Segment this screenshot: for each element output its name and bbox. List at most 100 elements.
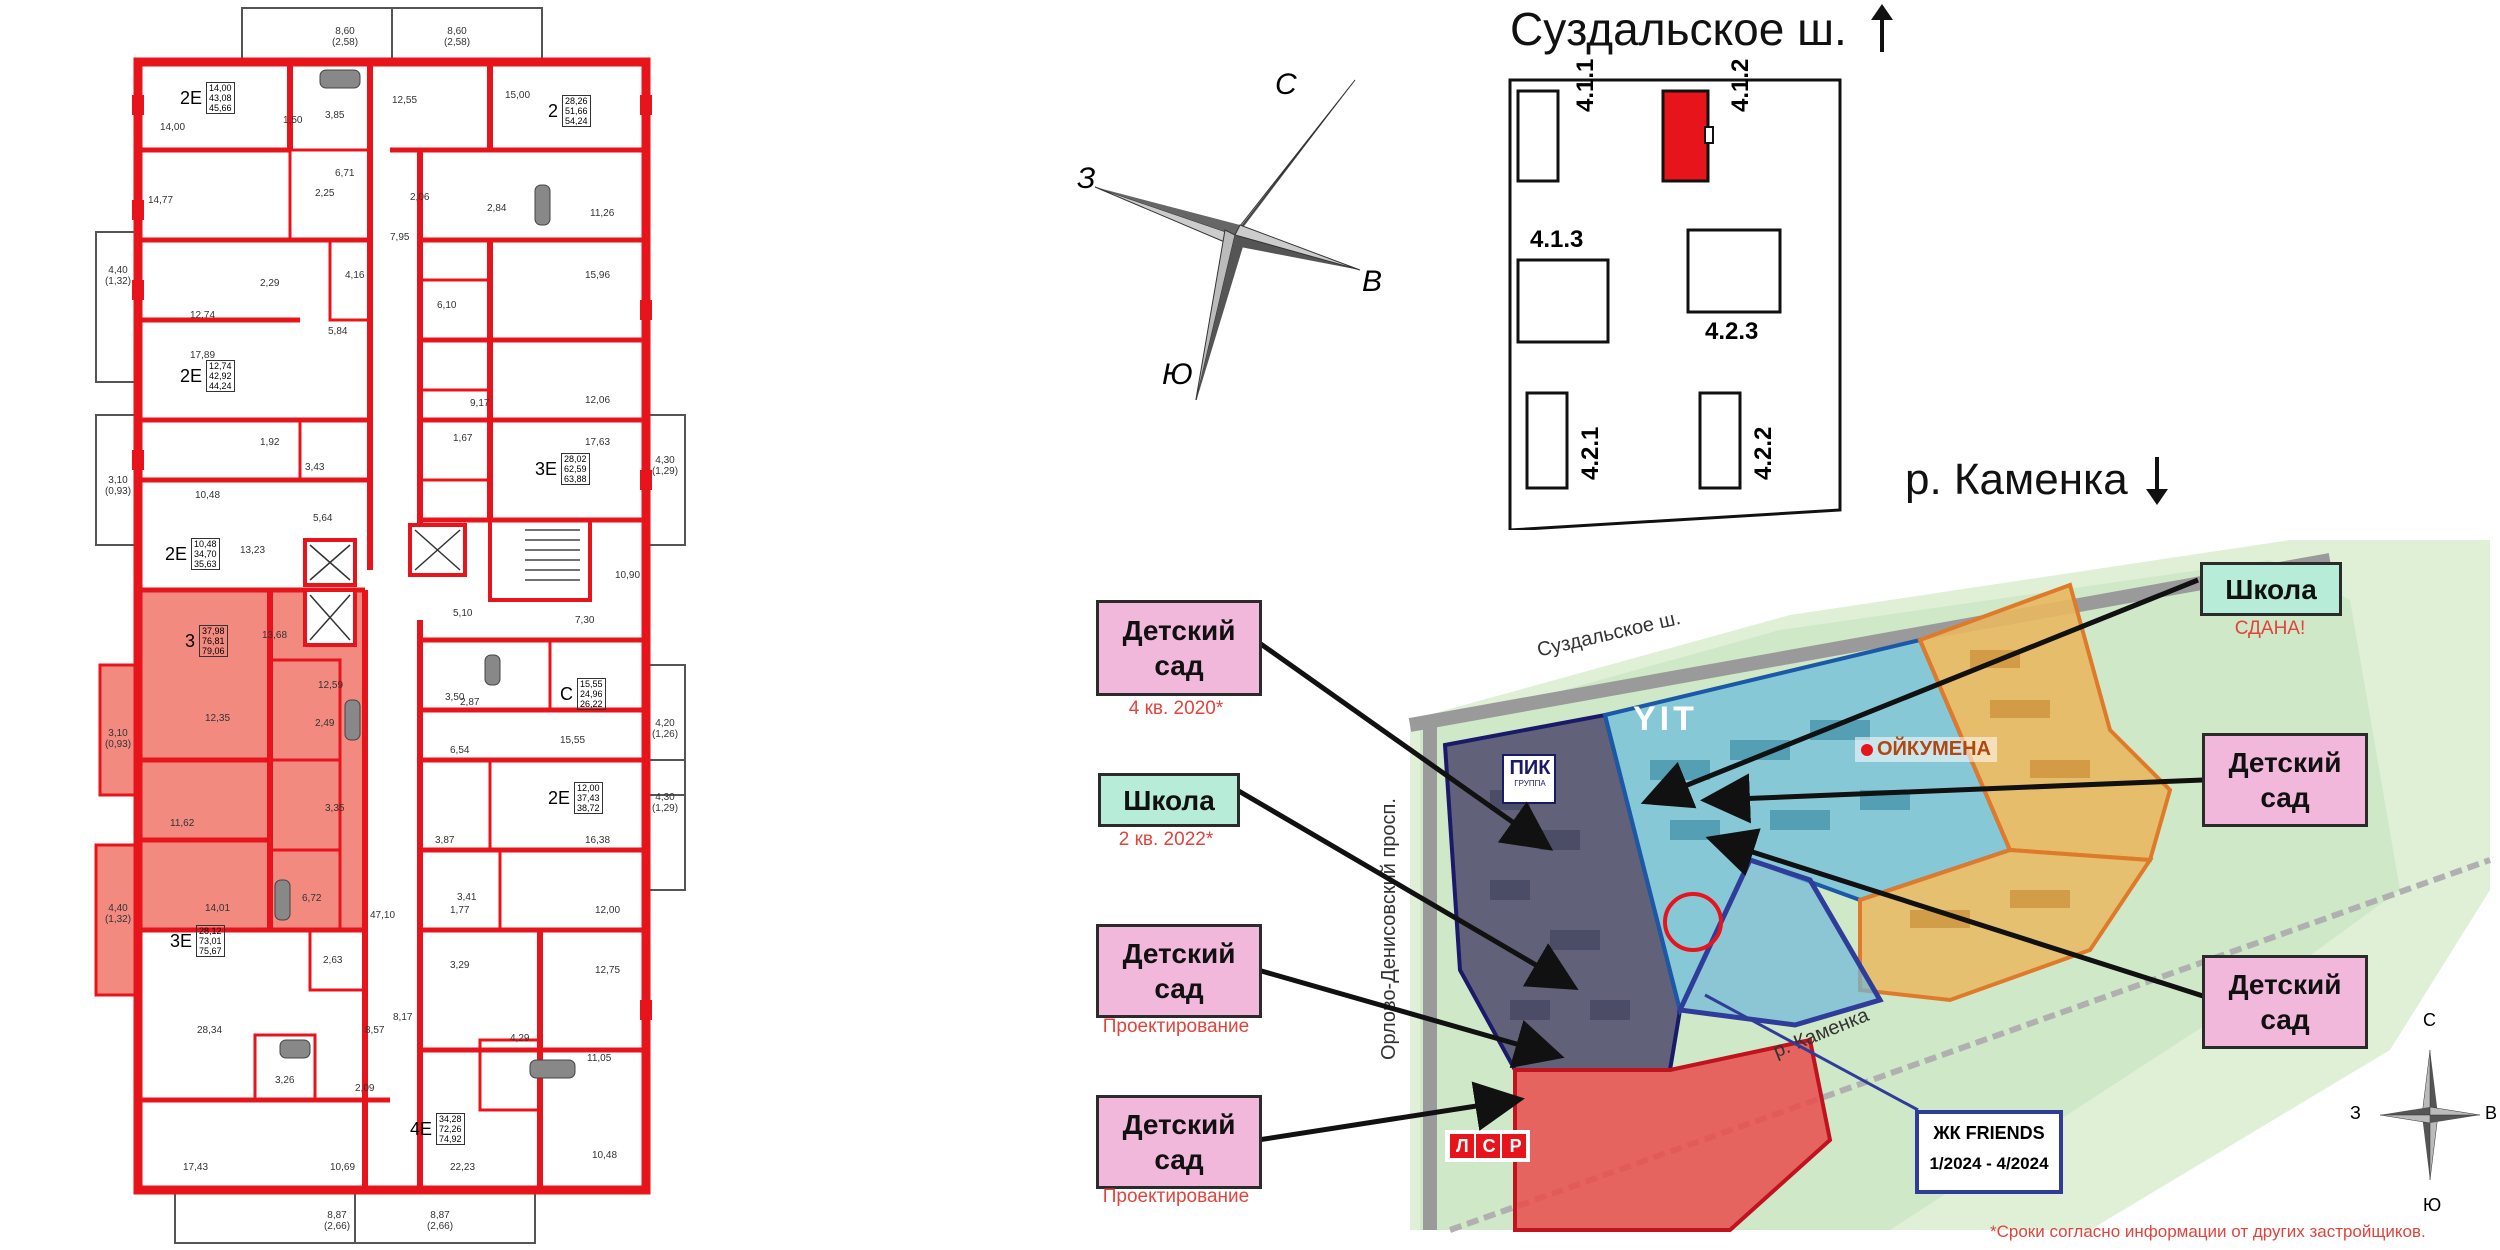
room-area-label: 2,87 [460, 697, 480, 708]
room-area-label: 17,63 [585, 437, 611, 448]
apartment-type: 4Е [410, 1118, 433, 1139]
river-title: р. Каменка [1905, 455, 2170, 505]
balcony-right-3: 4,30(1,29) [651, 792, 679, 814]
callout-status: 2 кв. 2022* [1118, 829, 1214, 850]
room-area-label: 12,59 [318, 680, 344, 691]
room-area-label: 6,54 [450, 745, 470, 756]
kindergarten-callout[interactable]: Детский сад [2202, 955, 2368, 1049]
room-area-label: 10,48 [592, 1150, 618, 1161]
room-area-label: 3,43 [305, 462, 325, 473]
developer-yit-logo: YIT [1633, 700, 1698, 738]
room-area-label: 11,05 [587, 1053, 612, 1064]
room-area-label: 11,62 [170, 818, 195, 829]
kindergarten-callout[interactable]: Детский сад [1096, 924, 1262, 1018]
balcony-right-2: 4,20(1,26) [651, 718, 679, 740]
school-callout[interactable]: Школа [2200, 562, 2342, 616]
room-area-label: 10,69 [330, 1162, 356, 1173]
balcony-left-4: 4,40(1,32) [104, 903, 132, 925]
compass-north: С [1275, 68, 1297, 101]
developer-pik-logo: ПИК ГРУППА [1509, 757, 1551, 788]
room-area-label: 12,35 [205, 713, 231, 724]
room-area-label: 22,23 [450, 1162, 476, 1173]
arrow-up-icon [1870, 4, 1893, 52]
project-dates: 1/2024 - 4/2024 [1929, 1154, 2049, 1173]
room-area-label: 14,77 [148, 195, 174, 206]
balcony-left-2: 3,10(0,93) [104, 475, 132, 497]
room-area-label: 2,49 [315, 718, 335, 729]
room-area-label: 2,63 [323, 955, 343, 966]
callout-status: 4 кв. 2020* [1128, 698, 1224, 719]
room-area-label: 3,41 [457, 892, 477, 903]
site-scheme [1508, 78, 1842, 532]
apartment-type: 2 [548, 100, 559, 121]
balcony-top-right: 8,60(2,58) [443, 26, 471, 48]
building-4-2-2 [1698, 391, 1742, 490]
room-area-label: 6,72 [302, 893, 322, 904]
kindergarten-callout[interactable]: Детский сад [1096, 600, 1262, 696]
balcony-left-3: 3,10(0,93) [104, 728, 132, 750]
balcony-right-1: 4,30(1,29) [651, 455, 679, 477]
callout-status: Проектирование [1102, 1186, 1250, 1207]
building-4-1-1 [1516, 89, 1560, 183]
room-area-label: 4,29 [510, 1033, 530, 1044]
project-title: ЖК FRIENDS [1933, 1123, 2045, 1143]
room-area-label: 1,92 [260, 437, 280, 448]
balcony-bottom-right: 8,87(2,66) [426, 1210, 454, 1232]
room-area-label: 3,50 [445, 692, 465, 703]
room-area-label: 16,38 [585, 835, 611, 846]
kindergarten-callout[interactable]: Детский сад [2202, 733, 2368, 827]
room-area-label: 17,43 [183, 1162, 209, 1173]
room-area-label: 10,90 [615, 570, 641, 581]
room-area-label: 1,50 [283, 115, 303, 126]
room-area-label: 4,16 [345, 270, 365, 281]
developer-oikumena-logo: ОЙКУМЕНА [1855, 737, 1997, 762]
room-area-label: 7,30 [575, 615, 595, 626]
project-box[interactable]: ЖК FRIENDS 1/2024 - 4/2024 [1915, 1110, 2063, 1194]
room-area-label: 2,84 [487, 203, 507, 214]
apartment-type: 2Е [180, 365, 203, 386]
room-area-label: 14,01 [205, 903, 231, 914]
location-marker [1663, 892, 1723, 952]
room-area-label: 3,29 [450, 960, 470, 971]
room-area-label: 15,00 [505, 90, 531, 101]
compass-east: В [1362, 265, 1383, 298]
room-area-label: 8,17 [393, 1012, 413, 1023]
room-area-label: 12,00 [595, 905, 621, 916]
developer-lsr-logo: ЛСР [1456, 1136, 1536, 1156]
room-area-label: 2,09 [355, 1083, 375, 1094]
compass-rose-icon [1094, 79, 1361, 400]
school-callout[interactable]: Школа [1098, 773, 1240, 827]
room-area-label: 13,68 [262, 630, 288, 641]
room-area-label: 14,00 [160, 122, 186, 133]
apartment-type: 2Е [548, 787, 571, 808]
building-4-1-2 [1661, 89, 1710, 183]
room-area-label: 1,77 [450, 905, 470, 916]
room-area-label: 12,55 [392, 95, 418, 106]
room-area-label: 12,75 [595, 965, 621, 976]
apartment-type: 3Е [535, 458, 558, 479]
room-area-label: 6,71 [335, 168, 355, 179]
room-area-label: 3,26 [275, 1075, 295, 1086]
apartment-type: 2Е [165, 543, 188, 564]
apartment-type: 3Е [170, 930, 193, 951]
room-area-label: 3,35 [325, 803, 345, 814]
room-area-label: 15,55 [560, 735, 586, 746]
floor-plan-labels: 8,60(2,58) 8,60(2,58) 8,87(2,66) 8,87(2,… [0, 0, 700, 1250]
callout-status: Проектирование [1102, 1016, 1250, 1037]
room-area-label: 7,95 [390, 232, 410, 243]
road-title: Суздальское ш. [1510, 2, 1895, 56]
kindergarten-callout[interactable]: Детский сад [1096, 1095, 1262, 1189]
room-area-label: 5,10 [453, 608, 473, 619]
